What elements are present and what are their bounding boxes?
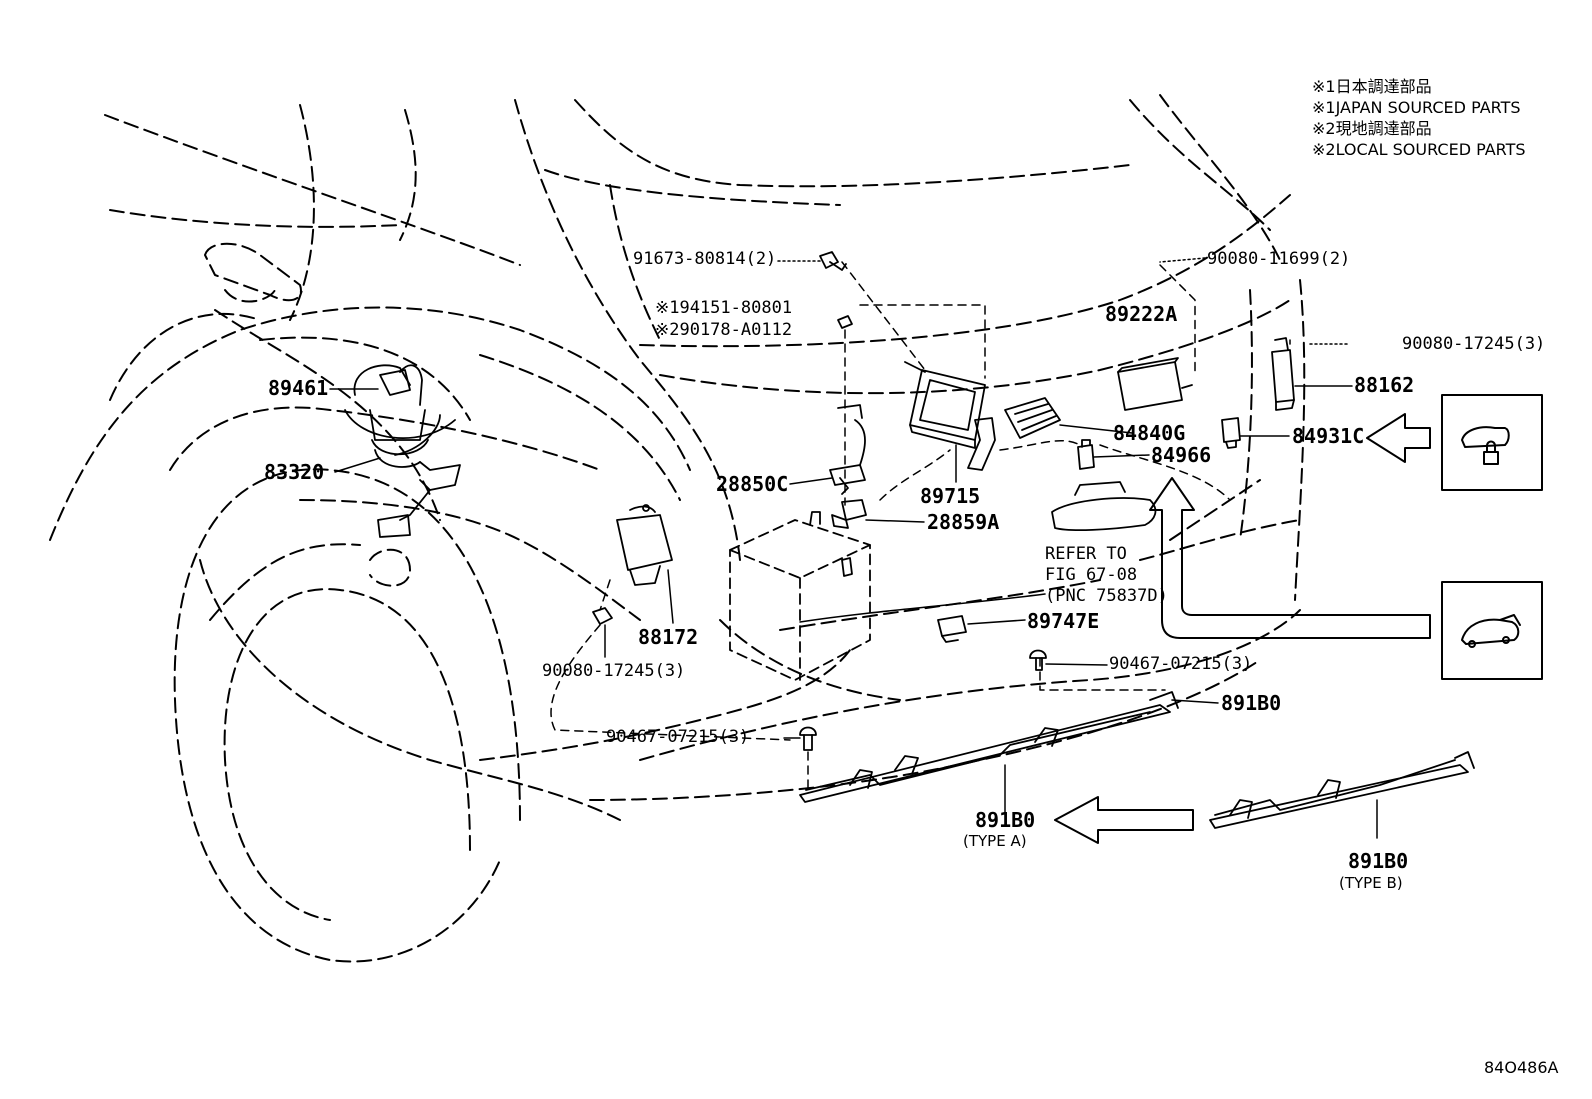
arrow-to-type-a [1054, 796, 1194, 844]
label-891B0-type-b: 891B0 [1348, 849, 1409, 873]
label-90080-17245-left: 90080-17245(3) [542, 661, 686, 681]
battery-terminal [809, 511, 853, 577]
label-891B0-top: 891B0 [1221, 691, 1282, 715]
label-28859A: 28859A [927, 510, 1000, 534]
part-88172-sketch [616, 504, 673, 586]
label-94151-80801: ※194151-80801 [655, 298, 793, 318]
part-84840G-sketch [1004, 397, 1061, 439]
part-28850C-sketch [829, 404, 866, 495]
label-90467-07215-right: 90467-07215(3) [1109, 654, 1253, 674]
label-84840G: 84840G [1113, 421, 1186, 445]
arrow-to-84966 [1149, 477, 1431, 639]
label-type-a: (TYPE A) [963, 832, 1027, 850]
part-91673-sketch [819, 251, 847, 271]
label-90080-17245-right: 90080-17245(3) [1402, 334, 1546, 354]
battery-sketch [729, 519, 871, 681]
part-90080-17245-left-sketch [592, 607, 613, 625]
part-891B0-type-b-sketch [1209, 751, 1475, 829]
vehicle-rear-icon [1441, 581, 1543, 680]
note-local-sourced-en: ※2LOCAL SOURCED PARTS [1312, 140, 1526, 159]
label-84931C: 84931C [1292, 424, 1365, 448]
arrow-to-84931C [1366, 413, 1431, 463]
assembly-lines [550, 261, 1291, 791]
label-91673-80814: 91673-80814(2) [633, 249, 777, 269]
part-83320-sketch [374, 414, 461, 538]
part-89222A-sketch [1117, 357, 1193, 411]
part-90467-left-sketch [799, 726, 817, 751]
label-refer-3: (PNC 75837D) [1045, 586, 1168, 606]
label-89715: 89715 [920, 484, 981, 508]
part-89715-sketch [904, 361, 996, 471]
label-90467-07215-left: 90467-07215(3) [606, 727, 750, 747]
note-japan-sourced-ja: ※1日本調達部品 [1312, 77, 1432, 96]
leader-lines [329, 257, 1378, 839]
part-89461-sketch [344, 364, 456, 456]
part-28859A-sketch [831, 499, 867, 529]
note-local-sourced-ja: ※2現地調達部品 [1312, 119, 1432, 138]
part-88162-sketch [1271, 337, 1295, 411]
label-89747E: 89747E [1027, 609, 1100, 633]
label-891B0-type-a: 891B0 [975, 808, 1036, 832]
label-refer-1: REFER TO [1045, 544, 1127, 564]
vehicle-outline [49, 94, 1306, 963]
part-89747E-sketch [937, 615, 967, 643]
label-89461: 89461 [268, 376, 329, 400]
part-84966-sketch [1077, 439, 1095, 470]
part-90467-right-sketch [1029, 649, 1047, 671]
label-88162: 88162 [1354, 373, 1415, 397]
note-japan-sourced-en: ※1JAPAN SOURCED PARTS [1312, 98, 1521, 117]
label-83320: 83320 [264, 460, 325, 484]
label-90178-A0112: ※290178-A0112 [655, 320, 793, 340]
part-handle-sketch [1051, 481, 1157, 532]
label-refer-2: FIG 67-08 [1045, 565, 1138, 585]
figure-id: 84O486A [1484, 1058, 1559, 1077]
label-type-b: (TYPE B) [1339, 874, 1403, 892]
label-89222A: 89222A [1105, 302, 1178, 326]
label-90080-11699: 90080-11699(2) [1207, 249, 1351, 269]
part-90178-sketch [837, 315, 853, 329]
notes-block: ※1日本調達部品 ※1JAPAN SOURCED PARTS ※2現地調達部品 … [1312, 76, 1526, 160]
label-84966: 84966 [1151, 443, 1212, 467]
part-84931C-sketch [1221, 417, 1241, 449]
part-891B0-type-a-sketch [799, 691, 1179, 803]
lock-icon [1441, 394, 1543, 491]
label-88172: 88172 [638, 625, 699, 649]
label-28850C: 28850C [716, 472, 789, 496]
